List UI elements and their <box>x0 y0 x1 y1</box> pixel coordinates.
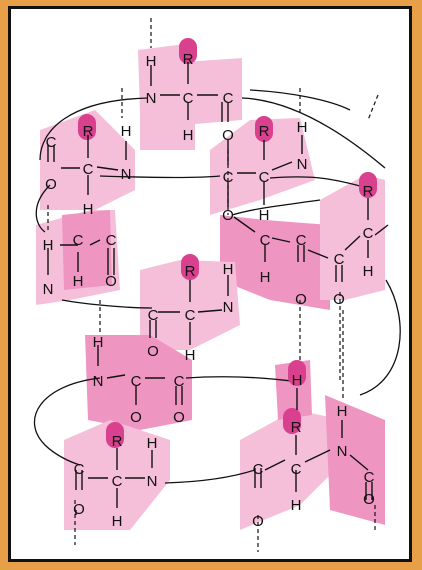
atom-hydrogen-5: H <box>183 127 194 144</box>
atom-oxygen-47: O <box>130 409 142 426</box>
atom-carbon-37: C <box>148 307 159 324</box>
atom-nitrogen-56: N <box>147 473 158 490</box>
backbone-segment-12 <box>250 90 350 110</box>
atom-hydrogen-13: H <box>121 123 132 140</box>
atom-carbon-11: C <box>83 161 94 178</box>
atom-hydrogen-31: H <box>43 237 54 254</box>
atom-carbon-18: C <box>259 169 270 186</box>
atom-side_chain-3: R <box>183 51 194 68</box>
atom-oxygen-16: O <box>222 207 234 224</box>
atom-nitrogen-43: N <box>223 299 234 316</box>
atom-oxygen-38: O <box>147 343 159 360</box>
atom-side_chain-52: R <box>112 433 123 450</box>
atom-carbon-6: C <box>223 90 234 107</box>
atom-carbon-53: C <box>112 473 123 490</box>
atom-carbon-48: C <box>174 373 185 390</box>
atom-carbon-15: C <box>223 169 234 186</box>
atom-carbon-50: C <box>74 461 85 478</box>
backbone-segment-9 <box>360 280 400 395</box>
atom-hydrogen-44: H <box>93 334 104 351</box>
backbone-segment-6 <box>62 300 152 308</box>
atom-nitrogen-21: N <box>297 156 308 173</box>
atom-hydrogen-62: H <box>292 372 303 389</box>
atom-oxygen-25: O <box>295 291 307 308</box>
atom-hydrogen-61: H <box>291 497 302 514</box>
atom-hydrogen-23: H <box>260 269 271 286</box>
atom-side_chain-17: R <box>259 123 270 140</box>
atom-carbon-60: C <box>291 461 302 478</box>
atom-carbon-29: C <box>363 225 374 242</box>
atom-carbon-57: C <box>253 461 264 478</box>
atom-hydrogen-63: H <box>337 403 348 420</box>
atom-hydrogen-55: H <box>147 435 158 452</box>
atom-hydrogen-54: H <box>112 513 123 530</box>
atom-side_chain-28: R <box>363 183 374 200</box>
atom-carbon-40: C <box>185 307 196 324</box>
atom-carbon-65: C <box>364 469 375 486</box>
atom-hydrogen-42: H <box>223 261 234 278</box>
atom-carbon-22: C <box>260 232 271 249</box>
hydrogen-bond-13 <box>368 95 378 120</box>
atom-carbon-33: C <box>73 232 84 249</box>
atom-oxygen-66: O <box>363 491 375 508</box>
atom-oxygen-58: O <box>252 513 264 530</box>
atom-nitrogen-14: N <box>121 166 132 183</box>
atom-carbon-26: C <box>334 251 345 268</box>
atom-hydrogen-30: H <box>363 263 374 280</box>
atom-hydrogen-34: H <box>73 273 84 290</box>
atom-hydrogen-12: H <box>83 201 94 218</box>
atom-nitrogen-32: N <box>43 281 54 298</box>
atom-hydrogen-41: H <box>185 347 196 364</box>
atom-hydrogen-19: H <box>259 207 270 224</box>
atom-oxygen-36: O <box>105 273 117 290</box>
atom-side_chain-10: R <box>83 123 94 140</box>
atom-carbon-4: C <box>183 90 194 107</box>
atom-nitrogen-45: N <box>93 373 104 390</box>
atom-side_chain-59: R <box>291 419 302 436</box>
atom-nitrogen-64: N <box>337 443 348 460</box>
atom-carbon-24: C <box>296 232 307 249</box>
atom-oxygen-51: O <box>73 501 85 518</box>
atom-hydrogen-20: H <box>297 119 308 136</box>
atom-oxygen-27: O <box>333 291 345 308</box>
atom-carbon-8: C <box>46 134 57 151</box>
atom-carbon-35: C <box>106 232 117 249</box>
helix-svg: HNRCHCOCORCHHNCORCHHNCHCOCORCHHNCHCOCORC… <box>11 9 409 559</box>
atom-carbon-46: C <box>131 373 142 390</box>
atom-oxygen-7: O <box>222 127 234 144</box>
atom-hydrogen-1: H <box>146 53 157 70</box>
atom-oxygen-9: O <box>45 176 57 193</box>
atom-oxygen-49: O <box>173 409 185 426</box>
atom-nitrogen-2: N <box>146 90 157 107</box>
atom-side_chain-39: R <box>185 263 196 280</box>
